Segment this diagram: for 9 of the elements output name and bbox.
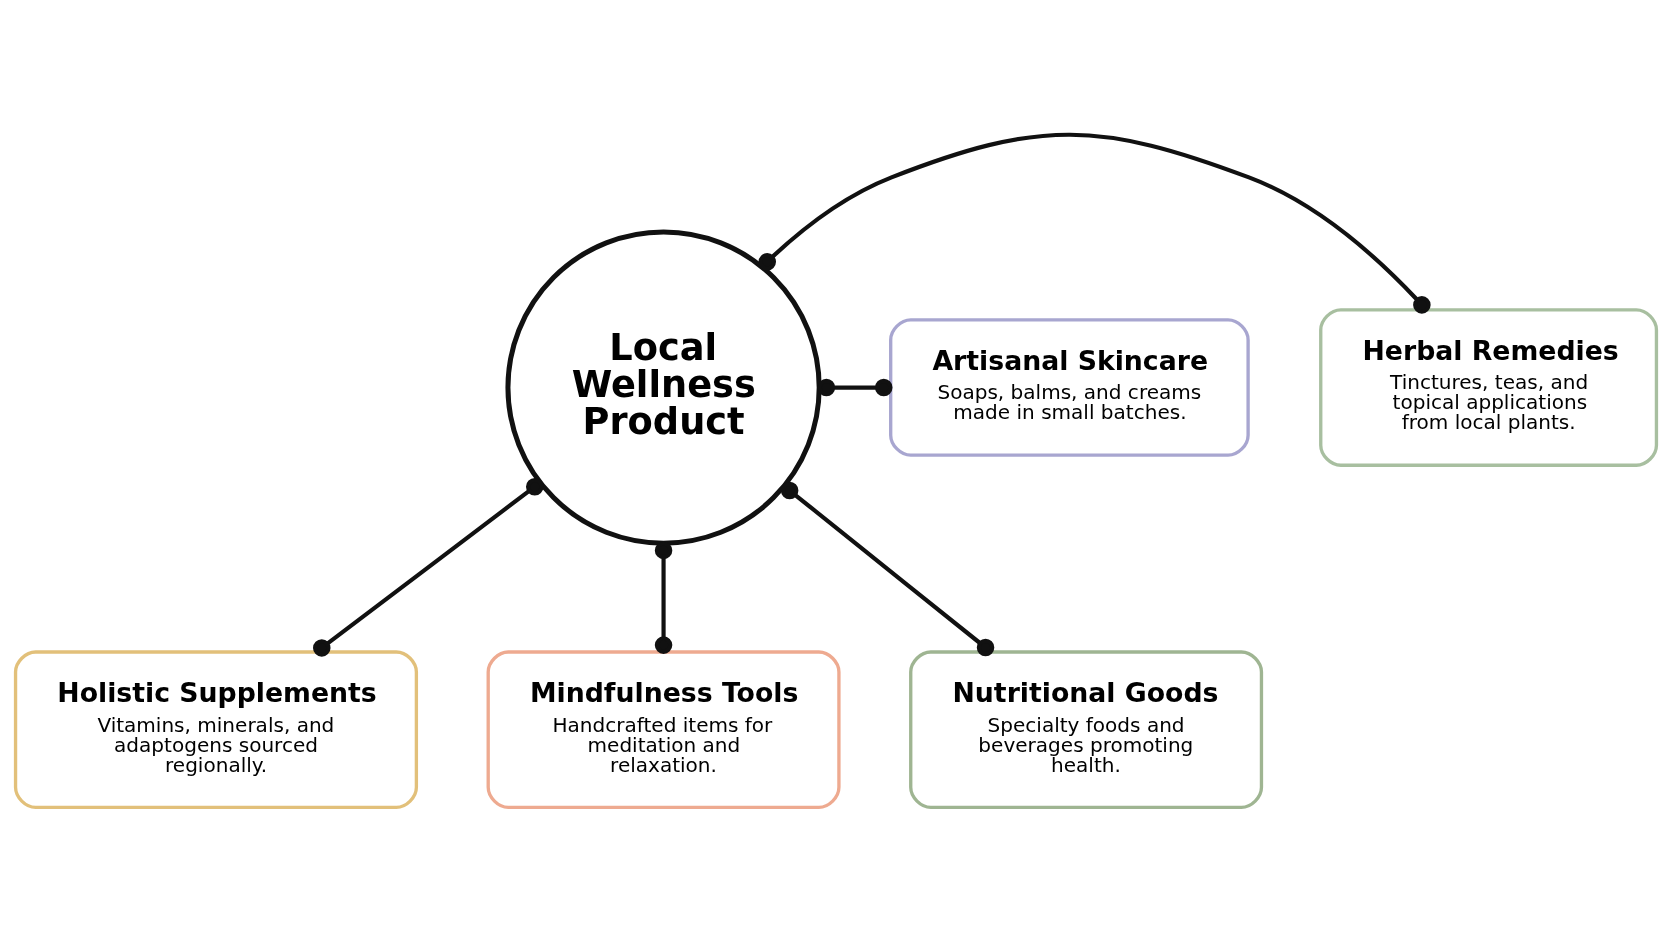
node-box: Mindfulness Tools Handcrafted items for meditation and relaxation. <box>486 649 841 809</box>
node-box: Holistic Supplements Vitamins, minerals, and adaptogens sourced regionally. <box>13 649 419 809</box>
connector <box>780 481 995 656</box>
node-circle: Local Wellness Product <box>505 228 822 546</box>
connector <box>313 477 544 657</box>
node-box: Nutritional Goods Specialty foods and beverages promoting health. <box>909 649 1264 809</box>
node-box: Artisanal Skincare Soaps, balms, and creams made in small batches. <box>889 317 1250 457</box>
connector <box>758 132 1431 314</box>
node-box: Herbal Remedies Tinctures, teas, and topical applications from local plants. <box>1319 307 1659 467</box>
